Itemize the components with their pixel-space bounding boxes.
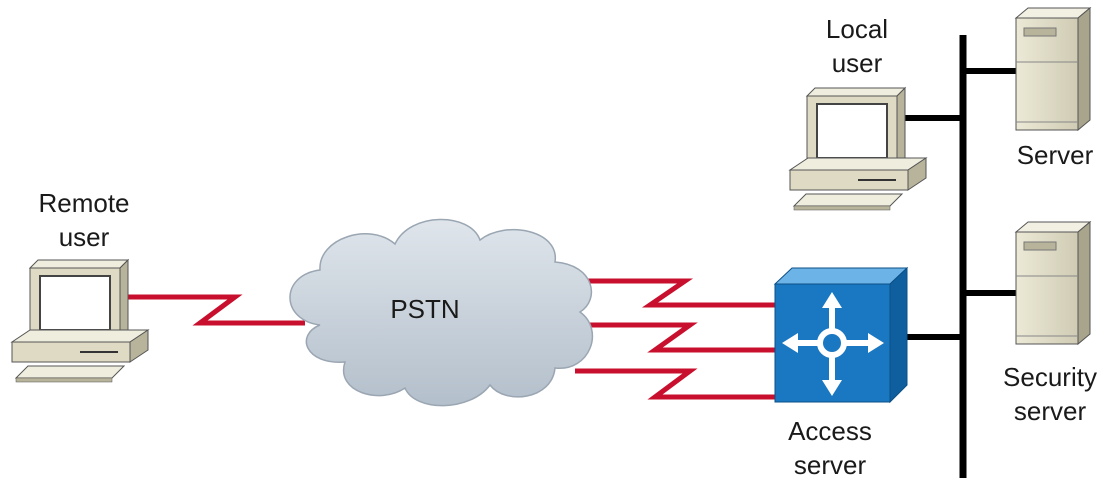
- remote-user-label-line1: Remote: [38, 188, 130, 218]
- remote-user-label-line2: user: [58, 222, 110, 252]
- access-server-label: Access server: [760, 414, 900, 482]
- server-tower-icon: [1014, 6, 1092, 132]
- access-server-icon: [773, 266, 909, 404]
- local-user-label-line2: user: [831, 48, 883, 78]
- security-server-label: Security server: [985, 360, 1115, 428]
- local-user-computer-icon: [788, 86, 928, 211]
- pstn-cloud: [289, 218, 594, 407]
- pstn-label: PSTN: [375, 292, 475, 326]
- server-label-line1: Server: [1016, 140, 1094, 170]
- local-user-label-line1: Local: [825, 14, 889, 44]
- server-label: Server: [985, 138, 1118, 172]
- security-server-label-line2: server: [1013, 396, 1087, 426]
- access-server-label-line1: Access: [788, 416, 872, 446]
- serial-link-middle: [585, 322, 780, 353]
- local-user-label: Local user: [787, 12, 927, 80]
- security-server-tower-icon: [1014, 220, 1092, 346]
- remote-user-label: Remote user: [14, 186, 154, 254]
- pstn-label-line1: PSTN: [390, 294, 460, 324]
- security-server-label-line1: Security: [1003, 362, 1097, 392]
- access-server-label-line2: server: [793, 450, 867, 480]
- serial-link-bottom: [575, 368, 780, 400]
- serial-link-top: [575, 278, 780, 308]
- serial-link-remote: [125, 294, 305, 326]
- remote-user-computer-icon: [10, 258, 150, 383]
